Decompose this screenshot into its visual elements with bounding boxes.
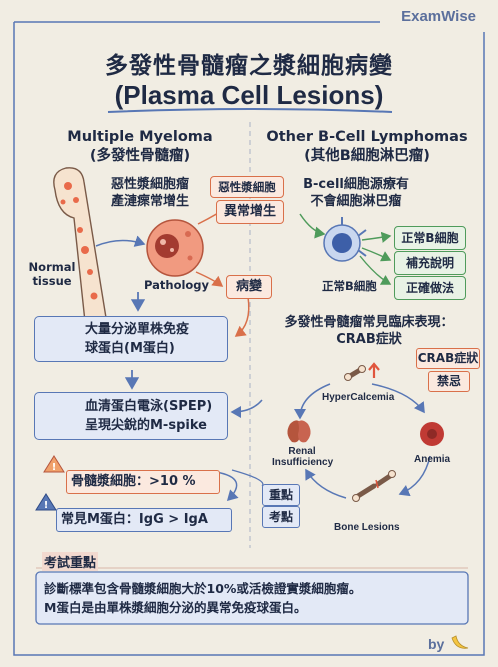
left-desc-line2: 產漣瘝常增生 (110, 194, 189, 209)
brand-logo: ExamWise (401, 8, 476, 25)
exam-title: 考試重點 (42, 552, 99, 571)
tag-lesion: 病變 (226, 275, 272, 299)
arrow-to-bcell (299, 213, 326, 239)
arrow-bcell-tag3 (359, 255, 392, 285)
exam-line1: 診斷標準包含骨髓漿細胞大於10%或活檢證實漿細胞瘤。 (44, 581, 362, 596)
right-heading: Other B-Cell Lymphomas (其他B細胞淋巴瘤) (252, 128, 482, 166)
taboo-tag: 禁忌 (428, 371, 470, 392)
warning-icon-2: ! (35, 493, 57, 511)
crab-cycle (294, 383, 431, 499)
note-tag-exampoint: 考點 (262, 506, 300, 528)
crab-renal: Renal Insufficiency (272, 446, 334, 468)
right-heading-zh: (其他B細胞淋巴瘤) (304, 148, 430, 164)
page-title: 多發性骨髓瘤之漿細胞病變 (105, 53, 393, 79)
antibody-line1: 大量分泌單株免疫 (85, 322, 190, 337)
left-heading-zh: (多發性骨髓瘤) (89, 148, 191, 164)
warn-marrow-box: 骨髓漿細胞：>10 % (66, 470, 220, 494)
exam-panel-bg (35, 571, 469, 625)
bcell-label: 正常B細胞 (322, 279, 377, 293)
crab-renal-line2: Insufficiency (272, 457, 334, 468)
banana-logo (451, 635, 469, 649)
left-desc-line1: 惡性漿細胞瘤 (110, 177, 189, 192)
left-heading: Multiple Myeloma (多發性骨髓瘤) (32, 128, 248, 166)
exam-line2: M蛋白是由單株漿細胞分泌的異常免疫球蛋白。 (44, 600, 307, 615)
bone-icon (53, 167, 115, 358)
normal-tissue-line2: tissue (32, 274, 72, 288)
arrow-bcell-tag2 (361, 247, 392, 262)
pathology-label: Pathology (144, 278, 210, 292)
tag-abnormal: 異常增生 (216, 200, 284, 224)
arrow-bone-to-cell (95, 235, 146, 247)
left-description: 惡性漿細胞瘤 產漣瘝常增生 (92, 176, 208, 210)
tag-malignant: 惡性漿細胞 (210, 176, 284, 198)
right-heading-en: Other B-Cell Lymphomas (266, 129, 468, 145)
broken-bone-icon (352, 470, 396, 502)
spep-line2: 呈現尖銳的M-spike (85, 418, 207, 433)
warn-mprotein-box: 常見M蛋白：IgG > IgA (56, 508, 232, 532)
note-tag-keypoint: 重點 (262, 484, 300, 506)
crab-title-line1: 多發性骨髓瘤常見臨床表現： (284, 315, 454, 330)
arrow-warn-connector (215, 471, 239, 502)
right-desc-line1: B-cell細胞源療有 (303, 177, 409, 192)
crab-hypercalcemia: HyperCalcemia (322, 392, 395, 403)
arrow-crab-to-spep (230, 399, 263, 418)
kidney-icon (287, 420, 311, 443)
footer-by: by (428, 636, 445, 652)
plasma-cell-icon (146, 219, 204, 277)
svg-text:!: ! (44, 500, 49, 511)
antibody-line2: 球蛋白(M蛋白) (85, 341, 175, 356)
exam-content: 診斷標準包含骨髓漿細胞大於10%或活檢證實漿細胞瘤。 M蛋白是由單株漿細胞分泌的… (44, 579, 464, 617)
normal-tissue-label: Normal tissue (28, 260, 76, 288)
crab-renal-line1: Renal (288, 446, 316, 457)
tag-correct: 正確做法 (394, 276, 466, 300)
title-underline (107, 108, 393, 113)
page-frame (13, 21, 485, 656)
right-desc-line2: 不會細胞淋巴瘤 (310, 194, 402, 209)
b-cell-icon (323, 217, 367, 262)
tag-normal-bcell: 正常B細胞 (394, 226, 466, 250)
crab-bone-lesions: Bone Lesions (334, 522, 400, 533)
arrow-bcell-tag1 (361, 231, 392, 243)
normal-tissue-line1: Normal (28, 260, 76, 274)
page-subtitle: (Plasma Cell Lesions) (114, 80, 384, 110)
crab-anemia: Anemia (414, 454, 451, 465)
antibody-box: 大量分泌單株免疫 球蛋白(M蛋白) (34, 316, 228, 362)
arrow-lesion-to-box (234, 296, 250, 337)
spep-line1: 血清蛋白電泳(SPEP) (85, 399, 213, 414)
red-blood-cell-icon (420, 422, 444, 446)
left-heading-en: Multiple Myeloma (67, 129, 213, 145)
tag-supplement: 補充說明 (394, 251, 466, 275)
calcium-bone-icon (344, 362, 380, 381)
spep-box: 血清蛋白電泳(SPEP) 呈現尖銳的M-spike (34, 392, 228, 440)
right-description: B-cell細胞源療有 不會細胞淋巴瘤 (288, 176, 424, 210)
crab-title: 多發性骨髓瘤常見臨床表現： CRAB症狀 (256, 314, 482, 348)
crab-tag: CRAB症狀 (416, 348, 480, 369)
svg-text:!: ! (52, 462, 57, 473)
crab-title-line2: CRAB症狀 (336, 332, 402, 347)
warning-icon: ! (43, 455, 65, 473)
arrow-cell-to-lesion (195, 271, 224, 287)
